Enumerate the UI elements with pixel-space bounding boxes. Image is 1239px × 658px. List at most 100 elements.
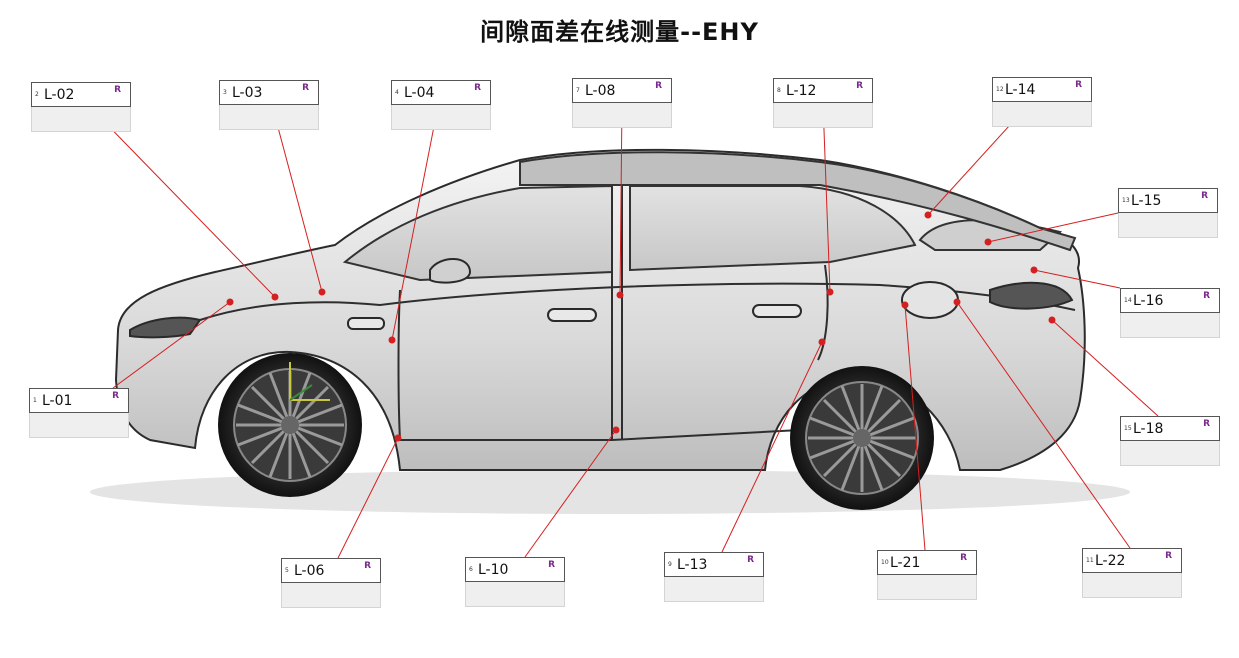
measure-point-l-22[interactable]: [953, 298, 961, 306]
leader-line-l-16: [1033, 269, 1121, 289]
callout-value-field[interactable]: [773, 103, 873, 128]
callout-value-field[interactable]: [572, 103, 672, 128]
measure-point-l-10[interactable]: [612, 426, 620, 434]
measurement-points: [226, 211, 1056, 442]
callout-l-04[interactable]: 4 L-04 R: [391, 80, 491, 130]
measure-point-l-08[interactable]: [616, 291, 624, 299]
leader-line-l-18: [1051, 319, 1159, 417]
callout-header: 5 L-06 R: [281, 558, 381, 583]
callout-flag: R: [856, 81, 863, 91]
callout-number: 10: [881, 559, 889, 566]
callout-value-field[interactable]: [1082, 573, 1182, 598]
measure-point-l-03[interactable]: [318, 288, 326, 296]
callout-number: 4: [395, 89, 399, 96]
callout-flag: R: [474, 83, 481, 93]
leader-line-l-02: [89, 106, 276, 298]
leader-line-l-22: [956, 301, 1131, 549]
callout-value-field[interactable]: [31, 107, 131, 132]
callout-flag: R: [1203, 419, 1210, 429]
callout-number: 5: [285, 567, 289, 574]
rear-wheel: [790, 366, 934, 510]
measure-point-l-12[interactable]: [826, 288, 834, 296]
leader-line-l-04: [391, 105, 439, 341]
callout-flag: R: [114, 85, 121, 95]
callout-label: L-04: [404, 85, 435, 101]
callout-label: L-13: [677, 557, 708, 573]
callout-label: L-16: [1133, 293, 1164, 309]
greenhouse: [342, 151, 1077, 282]
measure-point-l-18[interactable]: [1048, 316, 1056, 324]
leader-line-l-15: [987, 212, 1119, 243]
measure-point-l-06[interactable]: [394, 434, 402, 442]
callout-number: 15: [1124, 425, 1132, 432]
callout-label: L-01: [42, 393, 73, 409]
callout-label: L-22: [1095, 553, 1126, 569]
leader-line-l-06: [337, 437, 399, 559]
leader-lines: [89, 102, 1159, 559]
callout-value-field[interactable]: [1118, 213, 1218, 238]
callout-number: 12: [996, 86, 1004, 93]
callout-value-field[interactable]: [391, 105, 491, 130]
measure-point-l-13[interactable]: [818, 338, 826, 346]
callout-value-field[interactable]: [281, 583, 381, 608]
callout-number: 13: [1122, 197, 1130, 204]
car-details: [129, 258, 1074, 339]
callout-label: L-15: [1131, 193, 1162, 209]
callout-value-field[interactable]: [29, 413, 129, 438]
callout-number: 9: [668, 561, 672, 568]
callout-number: 2: [35, 91, 39, 98]
callout-value-field[interactable]: [219, 105, 319, 130]
measure-point-l-15[interactable]: [984, 238, 992, 246]
callout-value-field[interactable]: [877, 575, 977, 600]
callout-flag: R: [1075, 80, 1082, 90]
measure-point-l-14[interactable]: [924, 211, 932, 219]
measure-point-l-16[interactable]: [1030, 266, 1038, 274]
callout-flag: R: [364, 561, 371, 571]
callout-value-field[interactable]: [1120, 441, 1220, 466]
measure-point-l-02[interactable]: [271, 293, 279, 301]
callout-label: L-21: [890, 555, 921, 571]
callout-label: L-08: [585, 83, 616, 99]
callout-label: L-06: [294, 563, 325, 579]
axis-glyph: [289, 362, 330, 401]
leader-line-l-10: [524, 429, 617, 558]
measure-point-l-01[interactable]: [226, 298, 234, 306]
front-wheel: [218, 353, 362, 497]
callout-number: 3: [223, 89, 227, 96]
callout-number: 11: [1086, 557, 1094, 564]
measure-point-l-21[interactable]: [901, 301, 909, 309]
callout-value-field[interactable]: [992, 102, 1092, 127]
callout-value-field[interactable]: [1120, 313, 1220, 338]
callout-number: 1: [33, 397, 37, 404]
leader-line-l-12: [822, 102, 831, 293]
callout-value-field[interactable]: [664, 577, 764, 602]
callout-number: 6: [469, 566, 473, 573]
callout-l-06[interactable]: 5 L-06 R: [281, 558, 381, 608]
callout-value-field[interactable]: [465, 582, 565, 607]
callout-flag: R: [960, 553, 967, 563]
measure-point-l-04[interactable]: [388, 336, 396, 344]
